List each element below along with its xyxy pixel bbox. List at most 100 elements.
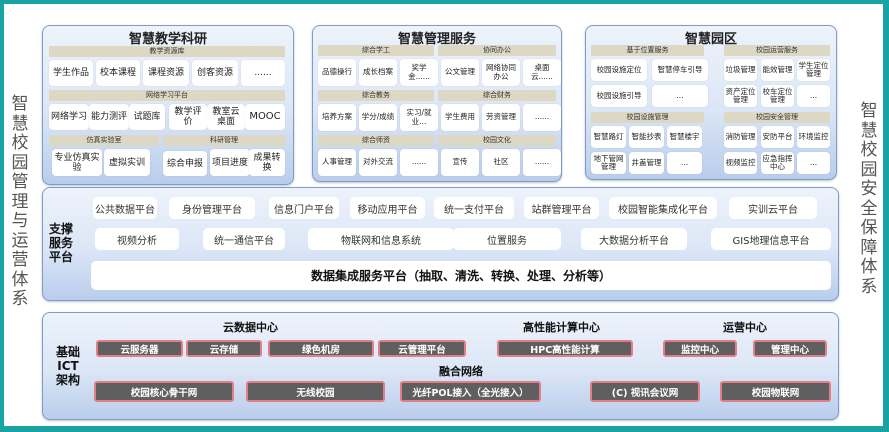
- item: 网络学习: [49, 104, 89, 130]
- item: 教室云桌面: [207, 104, 245, 130]
- item: 创客资源: [192, 60, 238, 86]
- side-char: 系: [860, 276, 878, 297]
- item: 校车定位管理: [761, 85, 794, 107]
- ict-label: 基础ICT架构: [55, 345, 80, 387]
- item: 成果转换: [249, 149, 285, 176]
- band-teaching-resources: 教学资源库: [49, 46, 285, 57]
- network-item: 校园核心骨干网: [94, 381, 234, 402]
- panel-smart-campus: 智慧园区 基于位置服务校园运营服务校园设施管理校园安全管理校园设施定位智慧停车引…: [585, 25, 837, 180]
- item: 消防管理: [724, 126, 757, 148]
- item: MOOC: [245, 104, 285, 130]
- item: 项目进度: [210, 149, 250, 176]
- platform-item: 位置服务: [453, 228, 561, 250]
- platform-item: 实训云平台: [729, 197, 817, 219]
- item: 培养方案: [318, 104, 356, 131]
- panel-title: 智慧园区: [684, 32, 737, 47]
- platform-item: 站群管理平台: [524, 197, 599, 219]
- side-char: 校: [11, 133, 29, 153]
- side-char: 与: [11, 211, 29, 231]
- item: 实习/就业...: [400, 104, 438, 131]
- item: ......: [523, 149, 561, 176]
- band-location: 基于位置服务: [591, 45, 704, 56]
- item: 环境监控: [797, 126, 830, 148]
- band-0: 综合学工: [318, 45, 434, 56]
- panel-support-platform: 支撑服务平台 公共数据平台身份管理平台信息门户平台移动应用平台统一支付平台站群管…: [42, 187, 839, 301]
- band-facilities: 校园设施管理: [591, 112, 704, 123]
- item: ...: [797, 152, 830, 174]
- item: 学生费用: [441, 104, 479, 131]
- side-char: 校: [860, 140, 878, 160]
- platform-item: GIS地理信息平台: [711, 228, 831, 250]
- item: 视频监控: [724, 152, 757, 174]
- side-char: 体: [860, 257, 878, 277]
- side-char: 智: [860, 101, 878, 121]
- item: 地下管网管理: [591, 152, 626, 174]
- item: 虚拟实训: [104, 149, 150, 176]
- item: 宣传: [441, 149, 479, 176]
- item: 学生定位管理: [797, 59, 830, 81]
- network-item: 光纤POL接入（全光接入）: [400, 381, 541, 402]
- item: ......: [400, 149, 438, 176]
- data-integration-platform: 数据集成服务平台（抽取、清洗、转换、处理、分析等）: [91, 261, 831, 290]
- item: 网络协同办公: [482, 59, 520, 86]
- item: 能效管理: [761, 59, 794, 81]
- cloud-dc-title: 云数据中心: [223, 321, 278, 334]
- item: 桌面云......: [523, 59, 561, 86]
- item: 试题库: [129, 104, 165, 130]
- hpc-title: 高性能计算中心: [523, 321, 600, 334]
- converged-network-title: 融合网络: [439, 365, 483, 378]
- band-4: 综合师资: [318, 135, 434, 146]
- ops-item: 管理中心: [753, 340, 827, 357]
- side-char: 营: [11, 250, 29, 270]
- item: ......: [241, 60, 285, 86]
- panel-title: 智慧教学科研: [128, 32, 207, 47]
- side-char: 障: [860, 237, 878, 258]
- side-char: 系: [11, 289, 29, 309]
- platform-item: 信息门户平台: [269, 197, 339, 219]
- side-char: 园: [11, 152, 29, 173]
- panel-ict-infrastructure: 基础ICT架构 云数据中心 高性能计算中心 运营中心 融合网络 云服务器云存储绿…: [42, 312, 839, 420]
- item: 应急指挥中心: [761, 152, 794, 174]
- side-char: 保: [860, 218, 878, 238]
- cloud-item: 云服务器: [96, 340, 183, 357]
- panel-smart-management: 智慧管理服务 综合学工协同办公品德操行成长档案奖学金......公文管理网络协同…: [312, 25, 562, 182]
- item: ......: [523, 104, 561, 131]
- item: 智慧楼宇: [667, 126, 702, 148]
- ops-item: 监控中心: [663, 340, 737, 357]
- side-char: 安: [860, 179, 878, 199]
- side-label-left: 智慧校园管理与运营体系: [10, 94, 30, 310]
- cloud-item: 云管理平台: [378, 340, 466, 357]
- side-char: 智: [11, 94, 29, 114]
- item: 校园设施定位: [591, 59, 647, 81]
- side-char: 慧: [860, 120, 878, 141]
- panel-title: 智慧管理服务: [397, 32, 476, 47]
- side-char: 全: [860, 198, 878, 219]
- platform-item: 大数据分析平台: [581, 228, 687, 250]
- side-char: 园: [860, 159, 878, 180]
- panel-smart-teaching: 智慧教学科研 教学资源库 学生作品 校本课程 课程资源 创客资源 ...... …: [42, 25, 294, 185]
- platform-item: 公共数据平台: [93, 197, 157, 219]
- item: 能力测评: [89, 104, 129, 130]
- item: 对外交流: [359, 149, 397, 176]
- side-char: 理: [11, 191, 29, 212]
- item: 成长档案: [359, 59, 397, 86]
- item: 垃圾管理: [724, 59, 757, 81]
- band-2: 综合教务: [318, 90, 434, 101]
- item: 智慧停车引导: [652, 59, 708, 81]
- network-item: 无线校园: [246, 381, 385, 402]
- support-label: 支撑服务平台: [49, 222, 74, 264]
- item: 智能抄表: [629, 126, 664, 148]
- item: ...: [652, 85, 708, 107]
- cloud-item: 绿色机房: [268, 340, 374, 357]
- band-security: 校园安全管理: [724, 112, 830, 123]
- item: 安防平台: [761, 126, 794, 148]
- platform-item: 统一支付平台: [434, 197, 514, 219]
- band-1: 协同办公: [438, 45, 556, 56]
- item: 社区: [482, 149, 520, 176]
- ops-center-title: 运营中心: [723, 321, 767, 334]
- item: 学生作品: [49, 60, 93, 86]
- band-5: 校园文化: [438, 135, 556, 146]
- item: 劳资管理: [482, 104, 520, 131]
- item: 教学评价: [169, 104, 207, 130]
- item: ...: [667, 152, 702, 174]
